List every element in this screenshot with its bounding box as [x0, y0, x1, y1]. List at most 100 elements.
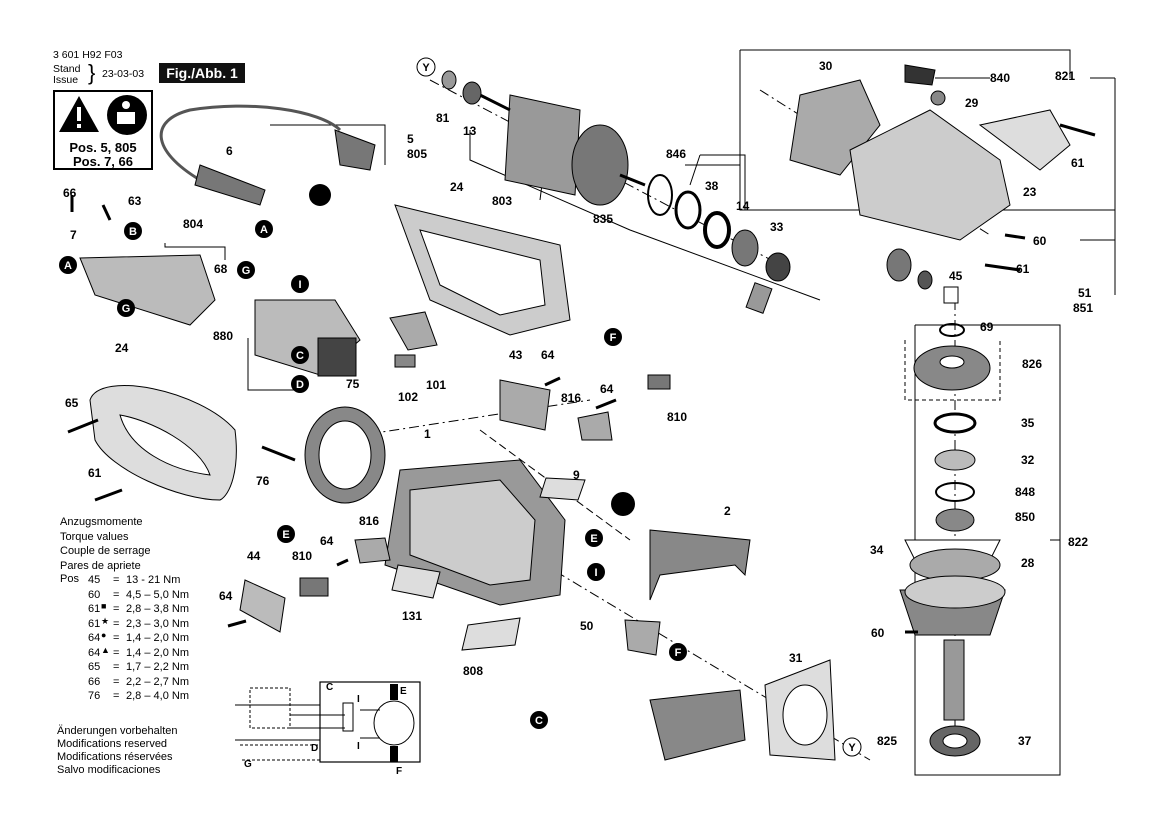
schem-c: C: [326, 682, 333, 693]
callout-n804: 804: [183, 217, 204, 231]
torque-table: Anzugsmomente Torque values Couple de se…: [60, 515, 189, 704]
callout-n816a: 816: [561, 391, 582, 405]
stand-label: Stand: [53, 63, 81, 75]
notice-line-2: Pos. 7, 66: [73, 154, 133, 169]
callout-n29: 29: [965, 96, 979, 110]
marker-letter: F: [610, 332, 617, 344]
callout-n35: 35: [1021, 416, 1035, 430]
callout-n44: 44: [247, 549, 261, 563]
bracket-821: [740, 49, 1071, 78]
marker-a: A: [255, 220, 273, 238]
schem-d: D: [311, 743, 318, 754]
callout-n61a: 61: [1071, 156, 1085, 170]
schem-f: F: [396, 766, 402, 777]
marker-letter: G: [242, 265, 251, 277]
marker-letter: Y: [422, 62, 430, 74]
callout-n821: 821: [1055, 69, 1076, 83]
callout-n810a: 810: [667, 410, 688, 424]
bearing-13: [462, 81, 482, 105]
brace: }: [88, 60, 96, 85]
marker-letter: I: [298, 279, 301, 291]
mod-line-es: Salvo modificaciones: [57, 764, 161, 776]
callout-n9: 9: [573, 468, 580, 482]
torque-mark: ■: [101, 601, 107, 611]
torque-eq: =: [113, 588, 120, 601]
callout-n880: 880: [213, 329, 234, 343]
torque-row: 64●=1,4 – 2,0 Nm: [60, 630, 189, 646]
callout-n60b: 60: [871, 626, 885, 640]
marker-letter: Y: [848, 742, 856, 754]
marker-y: Y: [842, 737, 862, 757]
callout-n851: 851: [1073, 301, 1094, 315]
torque-eq: =: [113, 617, 120, 630]
callout-n30: 30: [819, 59, 833, 73]
torque-mark: ▲: [101, 644, 110, 655]
torque-pos: 66: [88, 675, 101, 688]
schem-i-bottom: I: [357, 741, 360, 752]
callout-n61s: 61: [88, 466, 102, 480]
bracket-803: [469, 130, 821, 301]
callout-n816b: 816: [359, 514, 380, 528]
callout-n76: 76: [256, 474, 270, 488]
marker-f: F: [669, 643, 687, 661]
callout-n131: 131: [402, 609, 423, 623]
schem-i-top: I: [357, 694, 360, 705]
torque-val: 2,8 – 4,0 Nm: [126, 690, 189, 702]
callout-n803: 803: [492, 194, 513, 208]
callout-n23: 23: [1023, 185, 1037, 199]
label-131: [391, 564, 441, 599]
marker-g: G: [117, 299, 135, 317]
label-9: [539, 477, 586, 501]
torque-row: 60=4,5 – 5,0 Nm: [60, 588, 189, 603]
callout-n38: 38: [705, 179, 719, 193]
marker-letter: I: [594, 567, 597, 579]
callout-n61b: 61: [1016, 262, 1030, 276]
marker-i: I: [291, 275, 309, 293]
callout-n81: 81: [436, 111, 450, 125]
torque-pos: 45: [88, 574, 101, 586]
callout-n75: 75: [346, 377, 360, 391]
marker-letter: G: [122, 303, 131, 315]
callout-n825: 825: [877, 734, 898, 748]
notice-box: Pos. 5, 805 Pos. 7, 66: [53, 90, 153, 170]
torque-row: 66=2,2 – 2,7 Nm: [60, 675, 189, 690]
marker-letter: A: [64, 260, 72, 272]
armature: [479, 93, 646, 206]
callout-n1: 1: [424, 427, 431, 441]
cover-44: [239, 579, 286, 633]
callout-n808: 808: [463, 664, 484, 678]
marker-a: A: [59, 256, 77, 274]
torque-val: 2,3 – 3,0 Nm: [126, 617, 189, 630]
callout-n102: 102: [398, 390, 419, 404]
marker-g: G: [237, 261, 255, 279]
callout-n64a: 64: [541, 348, 555, 362]
torque-pos: 65: [88, 661, 101, 673]
callout-n101: 101: [426, 378, 447, 392]
torque-pos-label: Pos: [60, 573, 79, 585]
torque-eq: =: [113, 675, 120, 688]
callout-n826: 826: [1022, 357, 1043, 371]
torque-row: 65=1,7 – 2,2 Nm: [60, 660, 189, 675]
torque-mark: ★: [101, 615, 110, 626]
part-number: 3 601 H92 F03: [53, 49, 123, 61]
brush-f: [390, 746, 398, 762]
callout-n66: 66: [63, 186, 77, 200]
schem-e: E: [400, 686, 407, 697]
callout-n848: 848: [1015, 485, 1036, 499]
marker-b: B: [124, 222, 142, 240]
plug: [334, 129, 376, 171]
torque-pos: 61: [88, 603, 101, 615]
notice-icons: [59, 95, 147, 135]
marker-letter: D: [296, 379, 304, 391]
torque-eq: =: [113, 574, 120, 586]
issue-label: Issue: [53, 74, 79, 86]
brush-e: [390, 684, 398, 700]
spindle-cover-23: [978, 109, 1071, 171]
callout-n31: 31: [789, 651, 803, 665]
torque-eq: =: [113, 632, 120, 644]
callout-n14: 14: [736, 199, 750, 213]
marker-c: C: [530, 711, 548, 729]
callout-n65: 65: [65, 396, 79, 410]
